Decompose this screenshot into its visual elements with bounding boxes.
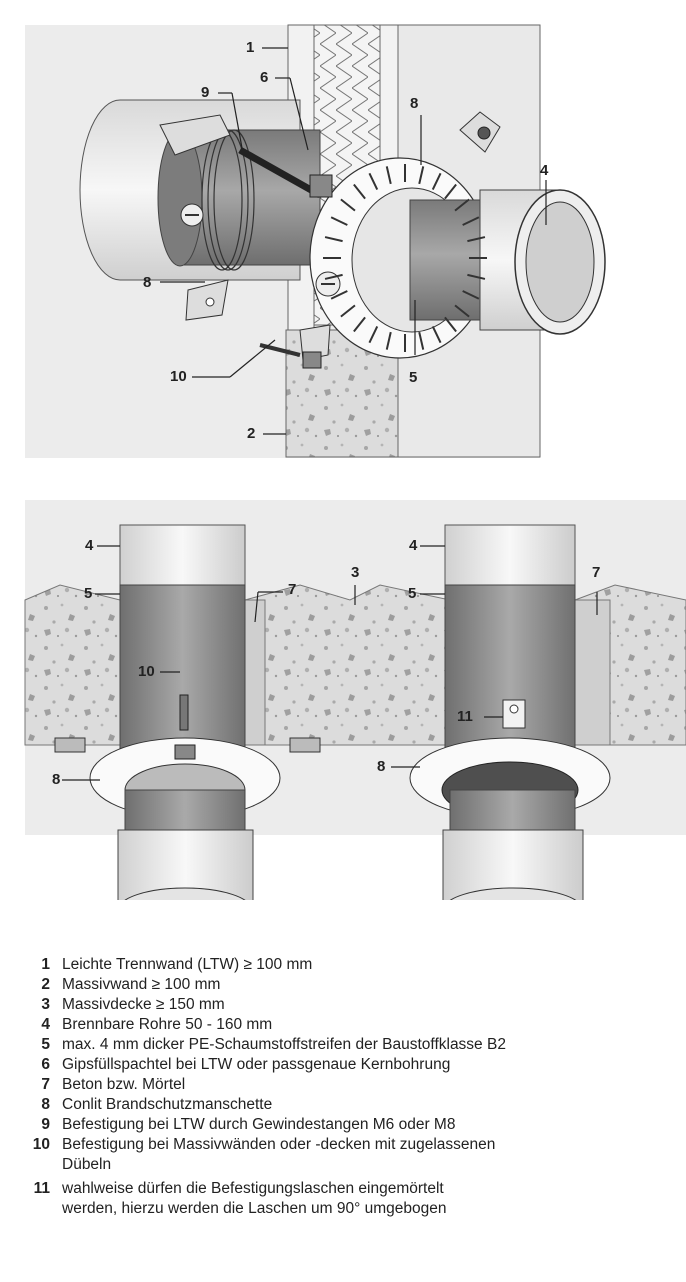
legend-text: Massivwand ≥ 100 mm [62, 976, 221, 993]
callout-8-top-left: 8 [143, 274, 152, 291]
callout-5-bottom-right: 5 [408, 585, 417, 602]
legend-number: 2 [41, 976, 50, 993]
collar-rib [340, 304, 356, 318]
legend-number: 4 [41, 1016, 50, 1033]
leader-lines-top [160, 47, 547, 435]
callout-8-top-right: 8 [410, 95, 419, 112]
legend-text: werden, hierzu werden die Laschen um 90°… [62, 1200, 447, 1217]
collar-rib [431, 326, 442, 344]
collar-rib [324, 236, 343, 243]
pipe-bottom-right [409, 524, 611, 900]
callout-4-top: 4 [540, 162, 549, 179]
collar-rib [444, 316, 457, 333]
collar-rib [467, 236, 486, 243]
legend-number: 6 [41, 1056, 50, 1073]
pipe-right-section [259, 111, 606, 369]
legend-text: Leichte Trennwand (LTW) ≥ 100 mm [62, 956, 313, 973]
legend-number: 1 [41, 956, 50, 973]
collar-rib [340, 198, 356, 212]
collar-rib [418, 331, 425, 350]
legend-number: 5 [41, 1036, 50, 1053]
collar-rib [444, 183, 457, 200]
callout-6: 6 [260, 69, 269, 86]
collar-rib [385, 331, 392, 350]
collar-rib [353, 316, 366, 333]
callout-10-top: 10 [170, 368, 187, 385]
collar-rib [462, 290, 480, 300]
collar-rib [467, 273, 486, 280]
legend-text: Befestigung bei LTW durch Gewindestangen… [62, 1116, 456, 1133]
legend-text: Brennbare Rohre 50 - 160 mm [62, 1016, 273, 1033]
collar-rib [368, 326, 379, 344]
collar-rib [385, 166, 392, 185]
pipe-penetration-illustration [24, 24, 686, 900]
collar-rib [330, 290, 348, 300]
collar-ribs-right [323, 164, 487, 352]
legend-text: max. 4 mm dicker PE-Schaumstoffstreifen … [62, 1036, 506, 1053]
legend-number: 9 [41, 1116, 50, 1133]
legend-text: Dübeln [62, 1156, 112, 1173]
collar-rib [454, 198, 470, 212]
collar-rib [368, 172, 379, 190]
legend-number: 3 [41, 996, 50, 1013]
collar-rib [324, 273, 343, 280]
callout-4-bottom-right: 4 [409, 537, 418, 554]
collar-rib [462, 216, 480, 226]
collar-rib [330, 216, 348, 226]
collar-rib [454, 304, 470, 318]
collar-rib [418, 166, 425, 185]
callout-5-bottom-left: 5 [84, 585, 93, 602]
collar-rib [353, 183, 366, 200]
legend-number: 7 [41, 1076, 50, 1093]
concrete-slab [24, 584, 686, 746]
callout-10-bottom: 10 [138, 663, 155, 680]
legend-number: 8 [41, 1096, 50, 1113]
legend-text: Beton bzw. Mörtel [62, 1076, 186, 1093]
callout-7-bottom-left: 7 [288, 581, 297, 598]
collar-rib [431, 172, 442, 190]
legend-text: Gipsfüllspachtel bei LTW oder passgenaue… [62, 1056, 451, 1073]
legend-text: Massivdecke ≥ 150 mm [62, 996, 225, 1013]
callout-4-bottom-left: 4 [85, 537, 94, 554]
leader-lines-bottom [62, 545, 598, 781]
callout-2: 2 [247, 425, 256, 442]
callout-3: 3 [351, 564, 360, 581]
pipe-bottom-left [54, 524, 321, 900]
callout-5-top: 5 [409, 369, 418, 386]
callout-9: 9 [201, 84, 210, 101]
legend-text: Conlit Brandschutzmanschette [62, 1096, 273, 1113]
legend-number: 11 [33, 1180, 50, 1197]
callout-7-bottom-right: 7 [592, 564, 601, 581]
fire-collar-left [159, 114, 322, 321]
callout-8-bottom-right: 8 [377, 758, 386, 775]
callout-1: 1 [246, 39, 255, 56]
callout-11: 11 [457, 708, 473, 725]
legend-text: wahlweise dürfen die Befestigungslaschen… [62, 1180, 444, 1197]
callout-8-bottom-left: 8 [52, 771, 61, 788]
legend-text: Befestigung bei Massivwänden oder -decke… [62, 1136, 496, 1153]
legend-number: 10 [32, 1136, 50, 1153]
